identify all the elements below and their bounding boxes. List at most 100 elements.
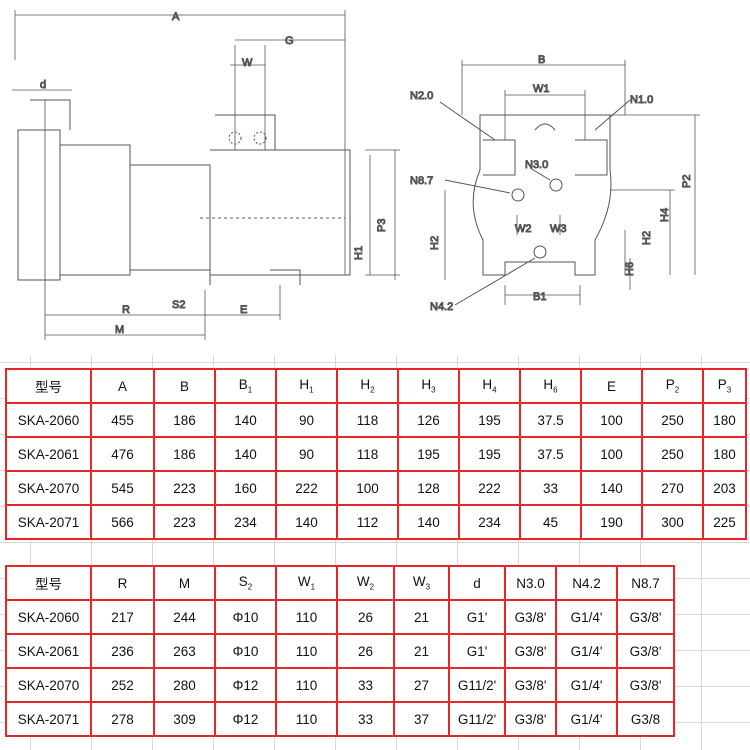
- header-text: B: [238, 377, 248, 393]
- header-subscript: 3: [431, 385, 436, 395]
- column-header: E: [580, 368, 643, 404]
- value-cell: Φ10: [214, 599, 277, 635]
- value-cell: 236: [90, 633, 155, 669]
- value-cell: 545: [90, 470, 155, 506]
- value-cell: 110: [275, 633, 338, 669]
- header-text: N3.0: [516, 575, 545, 591]
- value-cell: G3/8': [504, 701, 557, 737]
- header-subscript: 2: [369, 582, 375, 592]
- value-cell: G3/8: [616, 701, 675, 737]
- model-cell: SKA-2061: [5, 633, 92, 669]
- dim-label-E: E: [240, 304, 247, 316]
- dim-label-H6: H6: [624, 262, 636, 276]
- value-cell: 252: [90, 667, 155, 703]
- value-cell: G3/8': [616, 599, 675, 635]
- header-text: H: [360, 377, 371, 393]
- dim-label-W1: W1: [533, 83, 550, 95]
- value-cell: 33: [519, 470, 582, 506]
- dim-label-S2: S2: [172, 299, 185, 311]
- value-cell: 222: [458, 470, 521, 506]
- header-subscript: 1: [310, 582, 316, 592]
- column-header: H3: [397, 368, 460, 404]
- header-text: d: [473, 575, 481, 591]
- value-cell: 37: [393, 701, 450, 737]
- value-cell: 100: [580, 402, 643, 438]
- value-cell: 140: [275, 504, 338, 540]
- value-cell: 263: [153, 633, 216, 669]
- value-cell: G3/8': [504, 599, 557, 635]
- column-header: N8.7: [616, 565, 675, 601]
- value-cell: 195: [458, 402, 521, 438]
- header-text: S: [238, 574, 248, 590]
- value-cell: 112: [336, 504, 399, 540]
- value-cell: 110: [275, 599, 338, 635]
- label-N1.0: N1.0: [630, 94, 653, 106]
- value-cell: G1': [448, 633, 506, 669]
- value-cell: 140: [214, 436, 277, 472]
- value-cell: 250: [641, 402, 704, 438]
- value-cell: G1': [448, 599, 506, 635]
- value-cell: 309: [153, 701, 216, 737]
- header-text: E: [606, 378, 616, 394]
- header-subscript: 2: [674, 385, 680, 395]
- value-cell: 186: [153, 436, 216, 472]
- value-cell: G1/4': [555, 701, 618, 737]
- value-cell: 100: [336, 470, 399, 506]
- dim-label-H2-right: H2: [641, 231, 653, 245]
- dim-label-d: d: [40, 79, 46, 91]
- column-header: H1: [275, 368, 338, 404]
- dim-label-G: G: [285, 35, 294, 47]
- model-cell: SKA-2070: [5, 470, 92, 506]
- value-cell: 280: [153, 667, 216, 703]
- header-text: H: [543, 377, 554, 393]
- value-cell: 300: [641, 504, 704, 540]
- value-cell: G3/8': [504, 633, 557, 669]
- column-header: B: [153, 368, 216, 404]
- value-cell: 234: [214, 504, 277, 540]
- value-cell: 33: [336, 701, 395, 737]
- header-text: N4.2: [572, 575, 601, 591]
- value-cell: 26: [336, 633, 395, 669]
- value-cell: 270: [641, 470, 704, 506]
- value-cell: 33: [336, 667, 395, 703]
- value-cell: 476: [90, 436, 155, 472]
- header-subscript: 2: [247, 582, 253, 592]
- value-cell: 222: [275, 470, 338, 506]
- value-cell: 180: [702, 436, 747, 472]
- value-cell: 90: [275, 402, 338, 438]
- header-subscript: 1: [247, 385, 253, 395]
- value-cell: 160: [214, 470, 277, 506]
- header-text: 型号: [35, 577, 62, 592]
- dim-label-B1: B1: [533, 291, 546, 303]
- model-cell: SKA-2071: [5, 504, 92, 540]
- value-cell: 180: [702, 402, 747, 438]
- value-cell: 186: [153, 402, 216, 438]
- value-cell: 217: [90, 599, 155, 635]
- model-cell: SKA-2060: [5, 599, 92, 635]
- header-text: 型号: [35, 380, 62, 395]
- model-cell: SKA-2060: [5, 402, 92, 438]
- header-text: W: [412, 574, 426, 590]
- header-text: H: [482, 377, 493, 393]
- value-cell: G3/8': [504, 667, 557, 703]
- column-header: A: [90, 368, 155, 404]
- label-N2.0: N2.0: [410, 90, 433, 102]
- value-cell: 126: [397, 402, 460, 438]
- value-cell: G3/8': [616, 633, 675, 669]
- value-cell: 90: [275, 436, 338, 472]
- column-header: 型号: [5, 368, 92, 404]
- column-header: W2: [336, 565, 395, 601]
- column-header: P2: [641, 368, 704, 404]
- value-cell: G1/4': [555, 633, 618, 669]
- value-cell: 118: [336, 402, 399, 438]
- end-view-drawing: B W1 N2.0 N1.0 N3.0 N8.7 W2 W3 H2 H4 P2 …: [410, 54, 700, 314]
- header-text: P: [717, 377, 727, 393]
- column-header: H6: [519, 368, 582, 404]
- dim-label-B: B: [538, 54, 545, 66]
- value-cell: 234: [458, 504, 521, 540]
